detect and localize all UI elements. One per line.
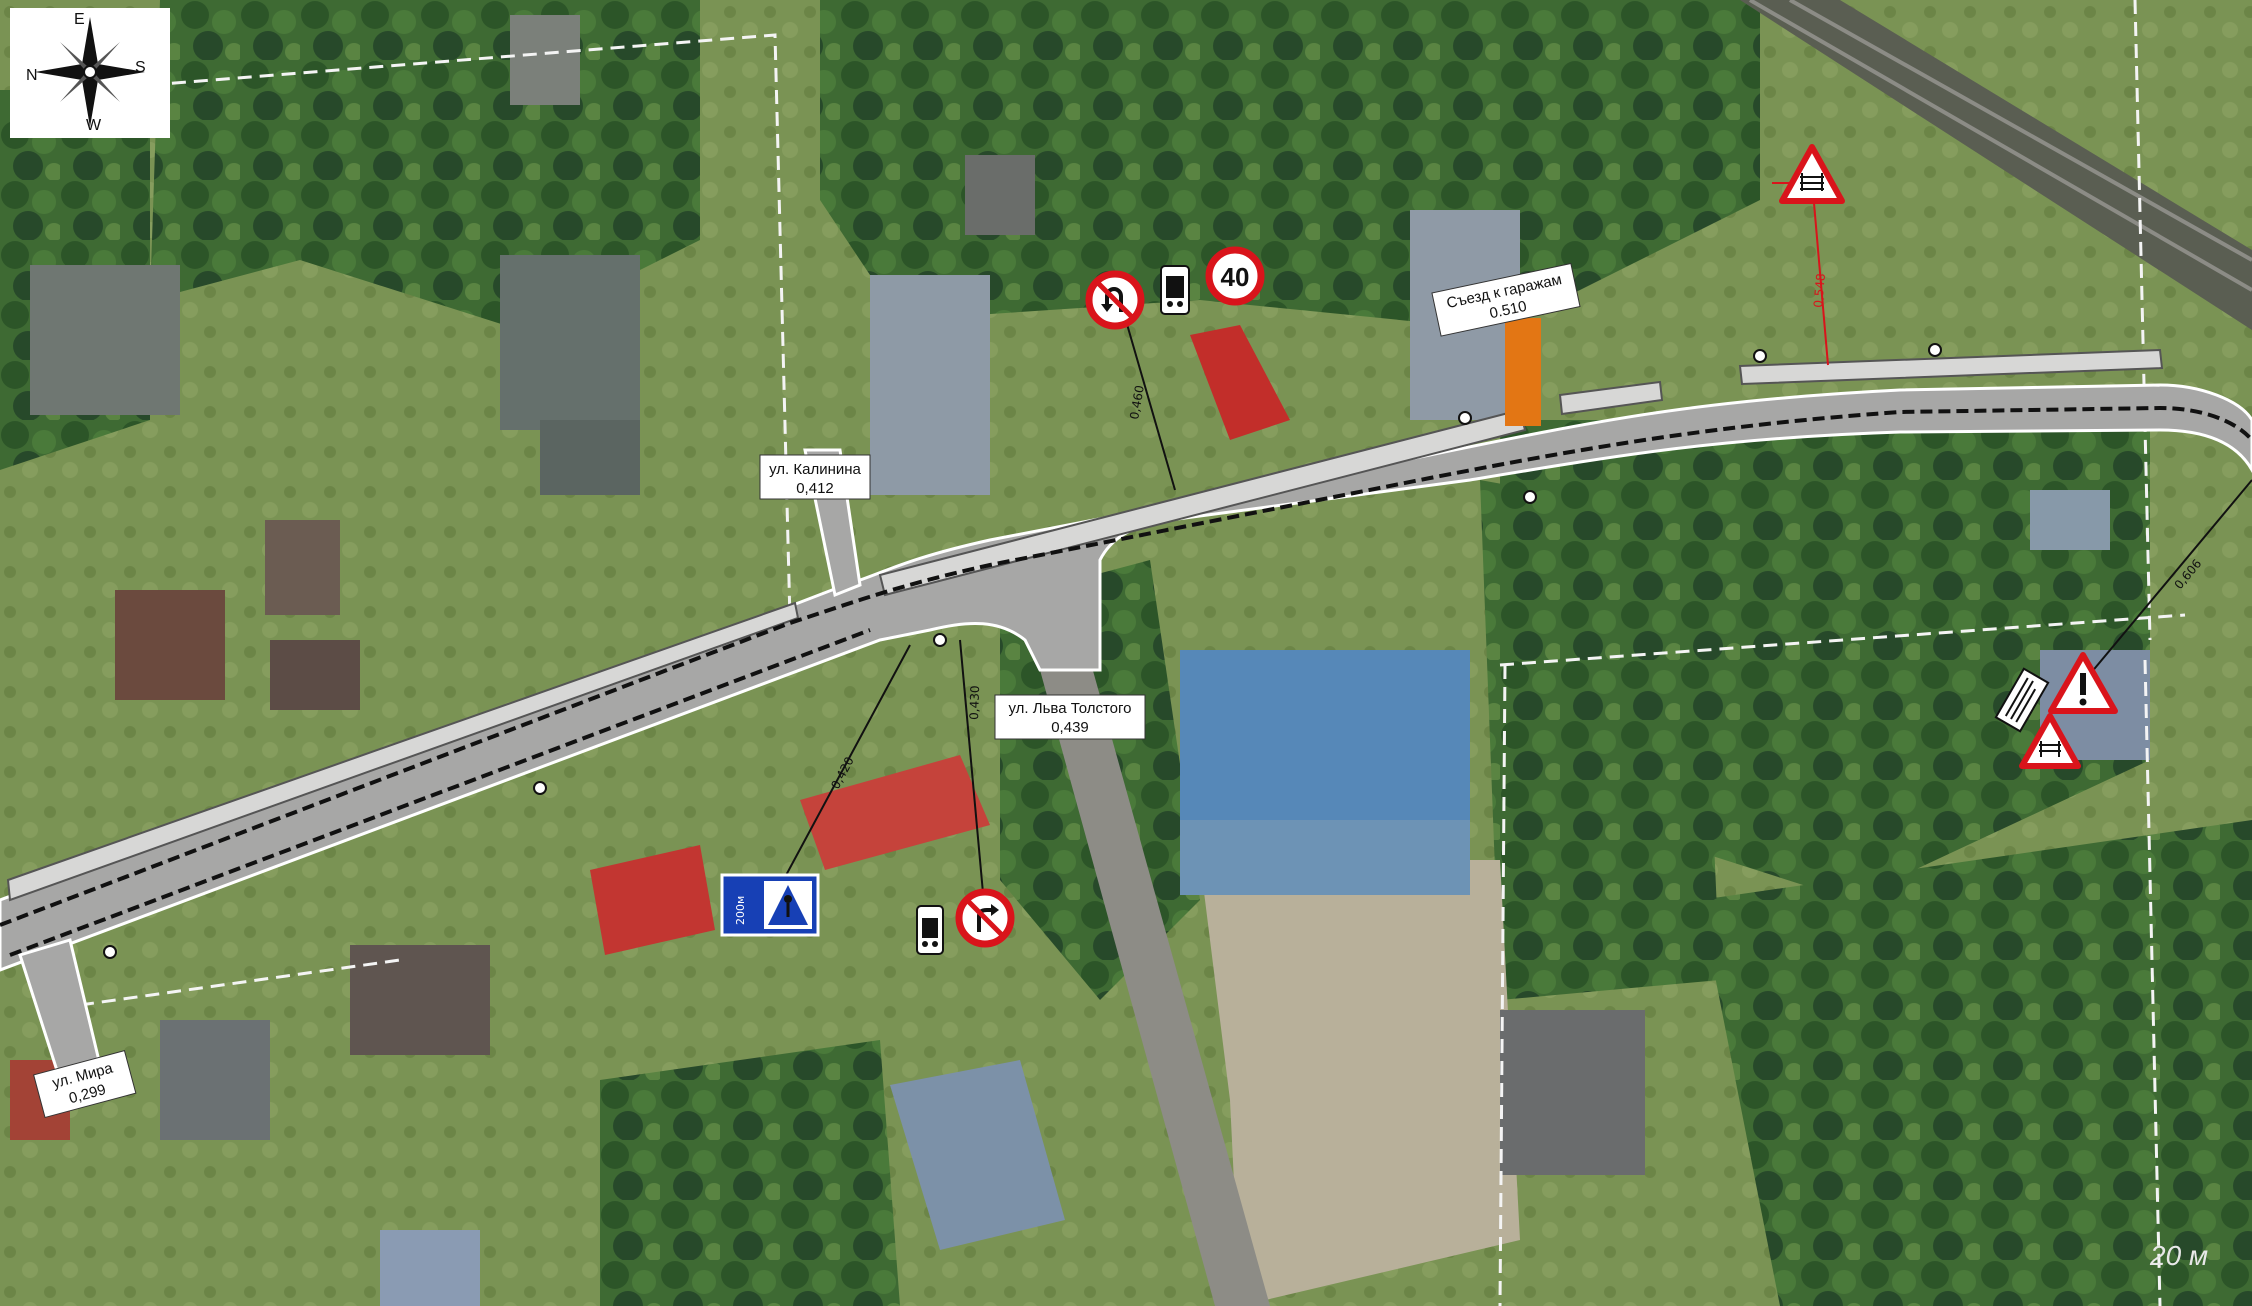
street-name: ул. Льва Толстого bbox=[1008, 700, 1131, 717]
compass-north: N bbox=[26, 67, 38, 84]
compass-rose-icon bbox=[35, 17, 145, 127]
scale-label: 20 м bbox=[2149, 1240, 2208, 1271]
compass-east: E bbox=[74, 11, 85, 28]
street-km: 0,412 bbox=[796, 480, 834, 497]
speed-limit-value: 40 bbox=[1221, 262, 1250, 292]
pedestrian-crossing-sign-icon[interactable]: 200м bbox=[720, 873, 820, 937]
edge-markers bbox=[103, 343, 1942, 959]
info-plate bbox=[1994, 667, 2050, 733]
other-danger-warning-icon[interactable] bbox=[2048, 652, 2118, 714]
street-km: 0,439 bbox=[1051, 719, 1089, 736]
chainage-label: 0,548 bbox=[1811, 273, 1828, 308]
street-label-mira: ул. Мира 0,299 bbox=[33, 1050, 137, 1119]
compass-west: W bbox=[86, 117, 102, 134]
compass-south: S bbox=[135, 59, 146, 76]
no-right-turn-sign-icon[interactable] bbox=[955, 888, 1015, 948]
chainage-label: 0,460 bbox=[1127, 384, 1147, 420]
railway-crossing-warning-icon[interactable] bbox=[2019, 713, 2081, 769]
no-u-turn-sign-icon[interactable] bbox=[1085, 270, 1145, 330]
speed-limit-sign-icon[interactable]: 40 bbox=[1205, 246, 1265, 306]
compass: N E S W bbox=[10, 8, 170, 138]
sidewalks bbox=[6, 348, 2164, 902]
chainage-label: 0,430 bbox=[967, 685, 982, 720]
truck-plate-icon bbox=[1160, 265, 1190, 315]
street-label-tolstogo: ул. Льва Толстого 0,439 bbox=[994, 694, 1146, 740]
street-label-kalinina: ул. Калинина 0,412 bbox=[759, 454, 871, 500]
pedestrian-distance: 200м bbox=[734, 896, 747, 925]
street-name: ул. Калинина bbox=[769, 461, 861, 478]
road-markings bbox=[0, 405, 2252, 957]
railway-crossing-warning-icon[interactable] bbox=[1772, 144, 1845, 204]
garage-entrance bbox=[1505, 318, 1541, 426]
truck-plate-icon bbox=[916, 905, 944, 955]
boundary-lines bbox=[79, 0, 2186, 1306]
